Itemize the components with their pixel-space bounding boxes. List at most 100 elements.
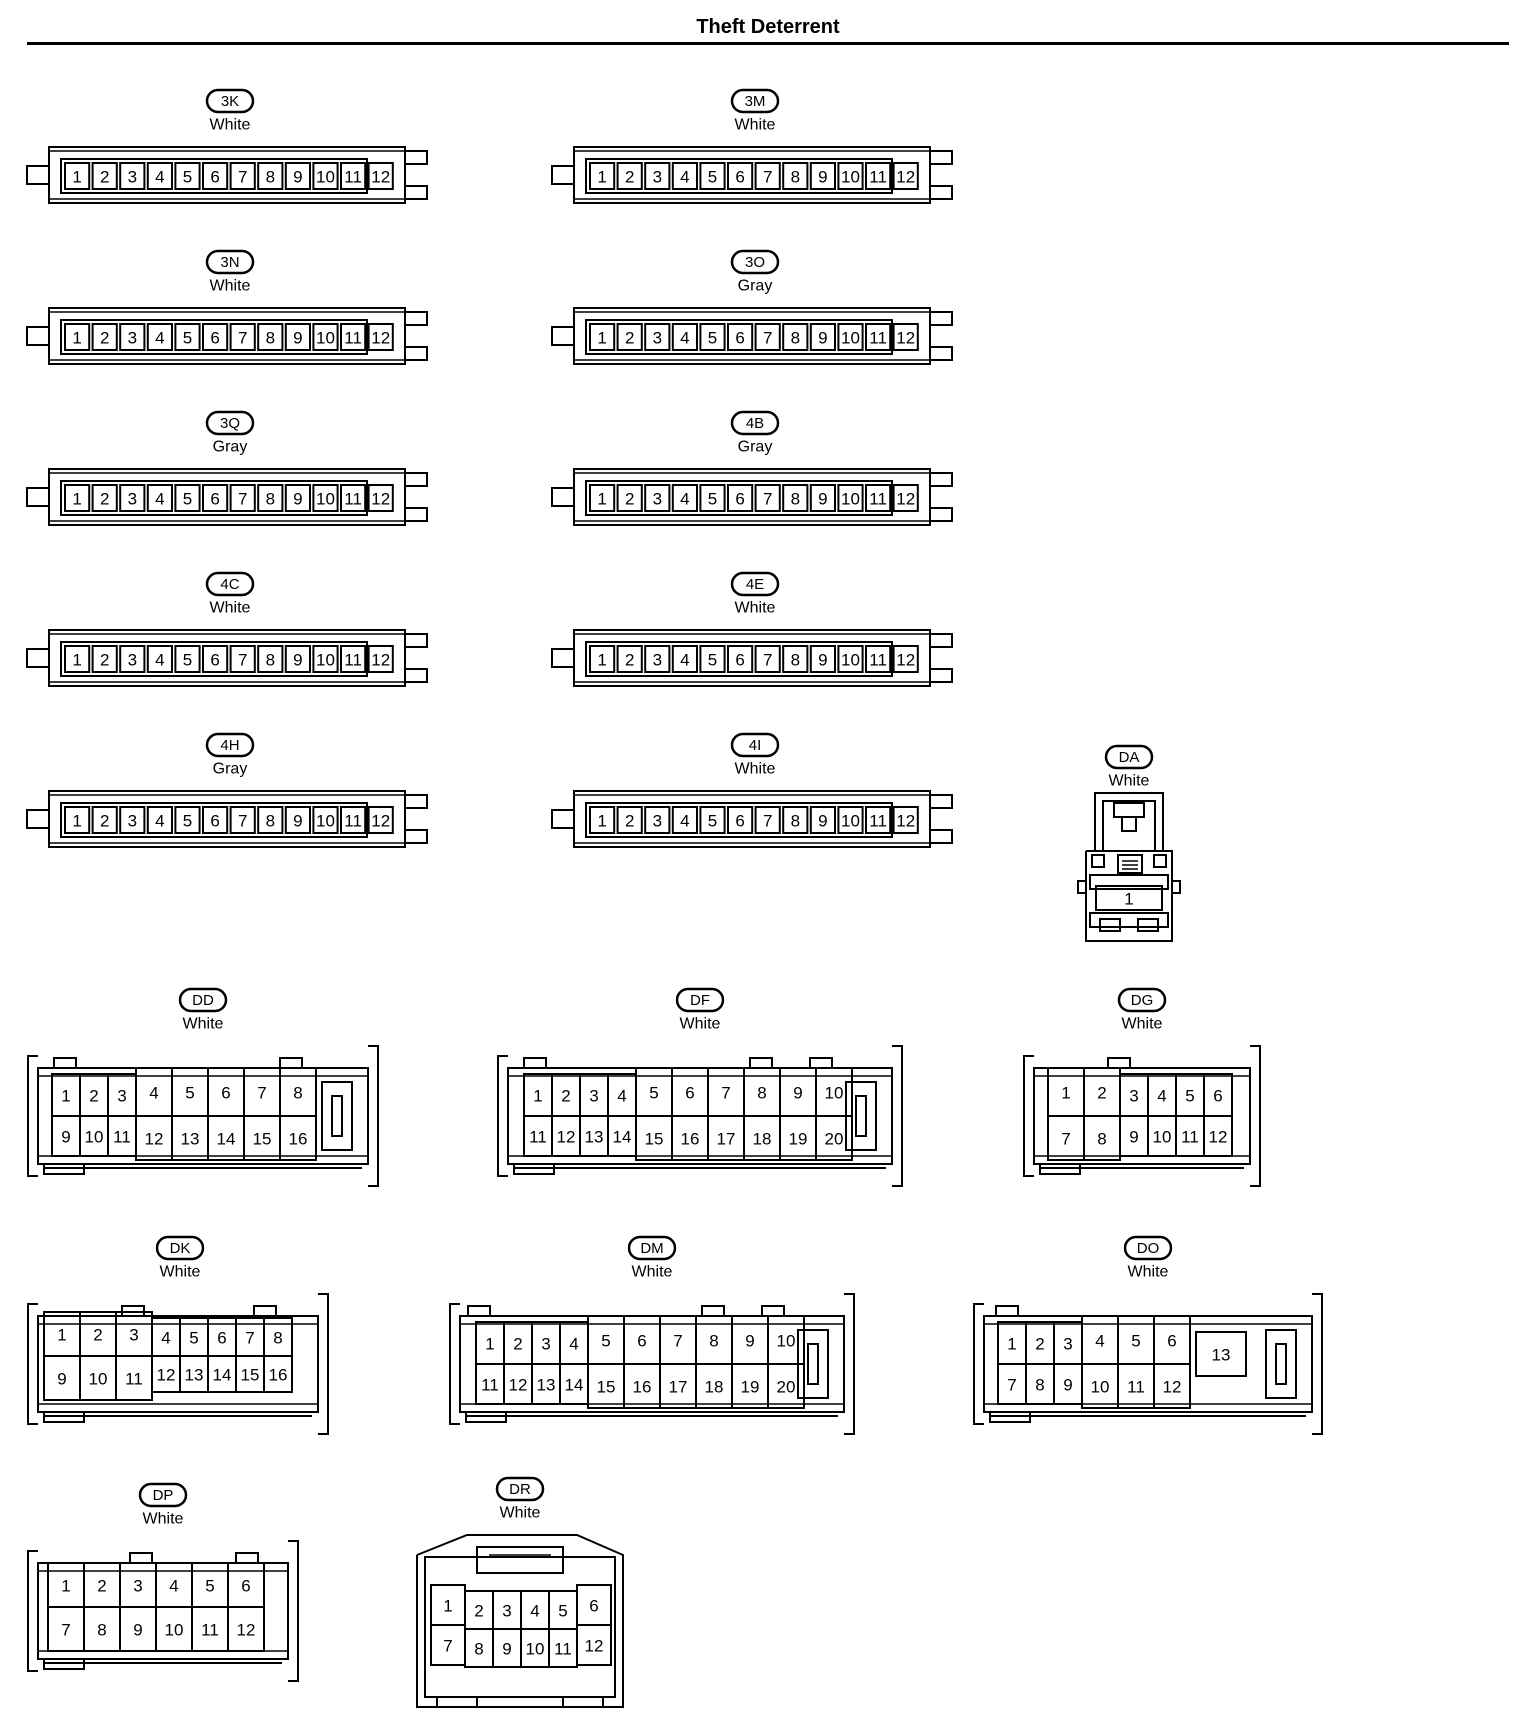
- outline-shape: [1085, 850, 1173, 942]
- pin-label: 15: [645, 1130, 664, 1149]
- pin-label: 4: [169, 1577, 178, 1596]
- pin-label: 11: [344, 490, 362, 509]
- connector-body: [48, 629, 406, 687]
- pin-label: 8: [709, 1332, 718, 1351]
- pin-cell: [671, 645, 698, 673]
- pin-cell: [257, 162, 284, 190]
- pin-label: 6: [1213, 1087, 1222, 1106]
- pin-label: 2: [93, 1326, 102, 1345]
- connector-color: Gray: [213, 761, 248, 778]
- pin-label: 4: [680, 168, 689, 187]
- pin-label: 12: [896, 329, 915, 348]
- bottom-rail: [989, 1411, 1031, 1423]
- pin-label: 9: [293, 490, 302, 509]
- pin-label: 4: [1095, 1332, 1104, 1351]
- pin-label: 4: [530, 1602, 539, 1621]
- pin-label: 9: [57, 1370, 66, 1389]
- pin-label: 11: [201, 1621, 219, 1640]
- pin-label: 10: [825, 1084, 844, 1103]
- pin-cell: [837, 806, 864, 834]
- pin-label: 15: [253, 1130, 272, 1149]
- pin-label: 13: [1212, 1346, 1231, 1365]
- pin-cell: [284, 484, 311, 512]
- pin-label: 14: [565, 1376, 584, 1395]
- connector-id: 4C: [220, 576, 239, 593]
- outline-shape: [551, 165, 574, 185]
- pin-label: 5: [183, 329, 192, 348]
- pin-cell: [809, 323, 836, 351]
- pin-cell: [263, 1355, 293, 1393]
- pin-label: 6: [735, 168, 744, 187]
- connector-color: Gray: [738, 439, 773, 456]
- pin-label: 12: [371, 168, 390, 187]
- outline-shape: [405, 346, 428, 361]
- latch-bump: [1107, 1057, 1131, 1069]
- connector-id-badge: [205, 732, 255, 758]
- connector-id-badge: [1117, 987, 1167, 1013]
- pin-label: 12: [371, 490, 390, 509]
- pin-label: 10: [777, 1332, 796, 1351]
- connector-id: DK: [170, 1240, 191, 1257]
- outline-shape: [930, 311, 953, 326]
- pin-label: 12: [157, 1366, 176, 1385]
- pin-label: 8: [266, 490, 275, 509]
- pin-frame: [585, 641, 893, 677]
- connector-color: White: [735, 761, 776, 778]
- pin-cell: [616, 162, 643, 190]
- pin-label: 8: [273, 1329, 282, 1348]
- outline-shape: [26, 326, 49, 346]
- pin-label: 9: [1063, 1376, 1072, 1395]
- connector-id-badge: [205, 249, 255, 275]
- side-slot-inner: [1275, 1343, 1287, 1385]
- outline-shape: [930, 185, 953, 200]
- pin-label: 19: [789, 1130, 808, 1149]
- pin-cell: [202, 645, 229, 673]
- pin-label: 6: [685, 1084, 694, 1103]
- pin-cell: [616, 323, 643, 351]
- pin-label: 9: [293, 651, 302, 670]
- pin-cell: [837, 162, 864, 190]
- outline-shape: [930, 507, 953, 522]
- pin-frame: [60, 802, 368, 838]
- pin-label: 2: [1035, 1335, 1044, 1354]
- pin-label: 20: [825, 1130, 844, 1149]
- pin-label: 6: [589, 1597, 598, 1616]
- outline-shape: [973, 1303, 984, 1425]
- pin-cell: [589, 162, 616, 190]
- pin-label: 1: [533, 1087, 542, 1106]
- pin-label: 12: [1163, 1378, 1182, 1397]
- pin-label: 5: [708, 812, 717, 831]
- pin-label: 10: [316, 651, 335, 670]
- pin-label: 11: [1181, 1128, 1199, 1147]
- pin-label: 14: [217, 1130, 236, 1149]
- outline-shape: [1094, 792, 1164, 851]
- outline-shape: [288, 1540, 299, 1682]
- pin-label: 12: [896, 812, 915, 831]
- pin-cell: [202, 484, 229, 512]
- pin-label: 12: [557, 1128, 576, 1147]
- pin-cell: [284, 806, 311, 834]
- pin-cell: [64, 323, 91, 351]
- connector-color: White: [210, 600, 251, 617]
- pin-cell: [367, 162, 394, 190]
- pin-cell: [91, 806, 118, 834]
- pin-label: 11: [869, 168, 887, 187]
- connector-color: White: [632, 1264, 673, 1281]
- pin-cell: [64, 162, 91, 190]
- pin-cell: [767, 1363, 805, 1409]
- pin-cell: [340, 806, 367, 834]
- pin-cell: [312, 162, 339, 190]
- connector-id-badge: [730, 571, 780, 597]
- pin-cell: [699, 323, 726, 351]
- side-nub: [1077, 880, 1087, 894]
- pin-label: 1: [1007, 1335, 1016, 1354]
- pin-cell: [174, 323, 201, 351]
- connector-id: DR: [509, 1481, 531, 1498]
- pin-label: 4: [155, 329, 164, 348]
- pin-label: 4: [149, 1084, 158, 1103]
- connector-id: 3Q: [220, 415, 240, 432]
- pin-label: 9: [61, 1128, 70, 1147]
- pin-label: 13: [185, 1366, 204, 1385]
- pin-label: 12: [509, 1376, 528, 1395]
